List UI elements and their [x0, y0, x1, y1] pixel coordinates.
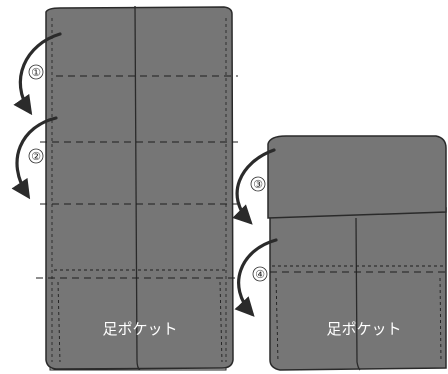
step-number-4: ④: [255, 268, 265, 281]
step-badge-4: [252, 266, 268, 282]
step-number-2: ②: [31, 150, 41, 163]
fold-arrow-1: [13, 32, 62, 116]
step-badge-3: [250, 176, 266, 192]
folded-fabric-panel: 足ポケット ③ ④: [232, 135, 447, 371]
foot-pocket-label-right: 足ポケット: [326, 320, 401, 338]
foot-pocket-sides: [57, 281, 223, 363]
fold-arrow-2: [11, 116, 58, 200]
foot-pocket-sides-right: [275, 277, 442, 363]
foot-pocket-label-left: 足ポケット: [102, 320, 177, 338]
step-badge-1: [28, 64, 44, 80]
fabric-body-right: [269, 207, 447, 371]
unfolded-fabric-panel: 足ポケット ① ②: [11, 5, 238, 371]
fabric-body-left: [45, 6, 234, 370]
step-badge-2: [28, 148, 44, 164]
step-number-3: ③: [253, 178, 263, 191]
step-number-1: ①: [31, 66, 41, 79]
folded-flap: [267, 135, 447, 219]
fold-arrow-3: [232, 148, 276, 225]
center-seam: [134, 5, 141, 371]
fold-arrow-4: [234, 238, 278, 317]
center-seam-right: [355, 217, 361, 371]
